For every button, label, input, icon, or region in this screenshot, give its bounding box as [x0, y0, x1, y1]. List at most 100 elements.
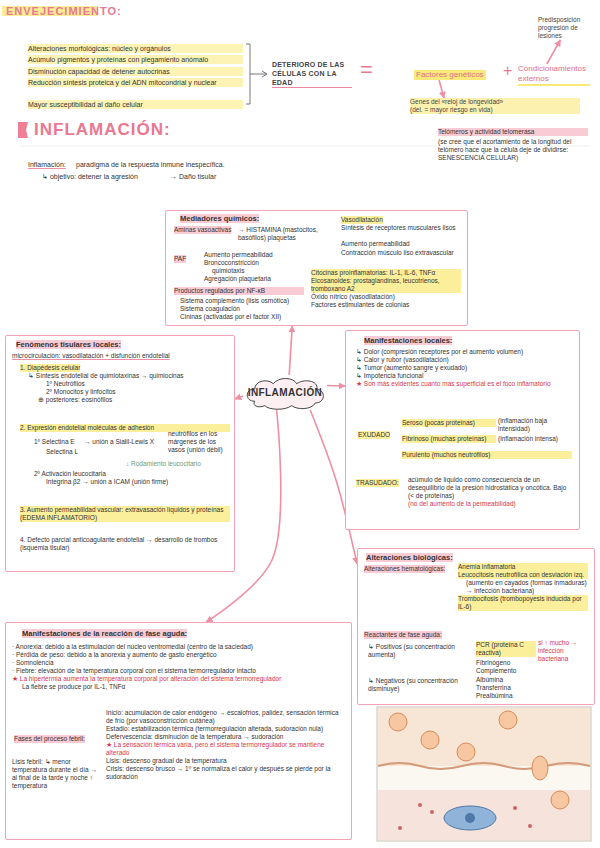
note-text: (aumento en cayados (formas inmaduras) →… — [466, 579, 588, 595]
note-text: ↳ Negativos (su concentración disminuye) — [368, 677, 473, 693]
note-text: TRASUDADO: — [356, 479, 399, 487]
note-text: Broncoconstricción — [204, 259, 259, 267]
note-text: Alteraciones hematológicas: — [364, 565, 445, 573]
bracket — [246, 44, 250, 104]
topic-box: Fenómenos tisulares locales:microcircula… — [5, 335, 235, 572]
note-text: Prealbúmina — [476, 692, 513, 700]
note-text: ★ La sensación térmica varía, pero el si… — [106, 741, 346, 757]
note-text: 1º Neutrófilos — [46, 380, 85, 388]
box-heading: Manifestaciones locales: — [364, 336, 452, 345]
note-text: ⊕ posteriores: eosinófilos — [38, 396, 112, 404]
section-marker — [18, 122, 28, 138]
note-text: 1. Diapédesis celular — [20, 364, 80, 372]
connector-arrow — [289, 326, 292, 375]
particle — [418, 803, 422, 807]
cloud-shape — [247, 379, 323, 410]
operator-sign: = — [360, 58, 373, 82]
note-text: Factores estimulantes de colonias — [311, 301, 461, 309]
box-heading: Manifestaciones de la reacción de fase a… — [22, 629, 187, 638]
note-text: Anemia inflamatoria — [458, 563, 588, 571]
box-heading: Alteraciones biológicas: — [366, 553, 453, 562]
note-text: Agregación plaquetaria — [204, 275, 271, 283]
note-text: Sistema coagulación — [180, 305, 310, 313]
note-text: ↳ Dolor (compresión receptores por el au… — [356, 348, 571, 356]
note-text: La fiebre se produce por IL-1, TNFα — [22, 683, 322, 691]
note-text: (no del aumento de la permeabilidad) — [408, 500, 573, 508]
note-text: Óxido nítrico (vasodilatación) — [311, 293, 461, 301]
note-text: Productos regulados por NF-κB — [174, 287, 304, 295]
note-text: Fibrinoso (muchas proteínas) — [402, 435, 496, 443]
note-text: Acúmulo pigmentos y proteínas con plegam… — [28, 55, 243, 64]
note-text: Complemento — [476, 667, 516, 675]
note-text: · Pérdida de peso: debido a la anorexia … — [12, 651, 347, 659]
illustration-frame — [377, 707, 591, 841]
leukocyte — [499, 711, 517, 729]
note-text: 2º Activación leucocitaria — [34, 470, 106, 478]
note-text: 1º Selectina E — [34, 438, 75, 446]
note-text: Lisis: descenso gradual de la temperatur… — [106, 757, 346, 765]
note-text: Disminución capacidad de detener autocri… — [28, 67, 243, 76]
note-text: Integrina β2 → unión a ICAM (unión firme… — [46, 478, 226, 486]
note-text: 2º Monocitos y linfocitos — [46, 388, 116, 396]
note-text: DETERIORO DE LAS CÉLULAS CON LA EDAD — [272, 60, 352, 88]
note-text: Vasodilatación — [341, 216, 383, 224]
note-text: neutrófilos en los márgenes de los vasos… — [168, 430, 228, 454]
note-text: ↳ Positivos (su concentración aumenta) — [368, 643, 473, 659]
topic-box: Manifestaciones de la reacción de fase a… — [5, 622, 352, 840]
note-text: Telómeros y actividad telomerasa — [438, 128, 588, 136]
note-text: Alteraciones morfológicas: núcleo y orgá… — [28, 44, 243, 53]
particle — [513, 806, 517, 810]
central-cloud: INFLAMACIÓN — [243, 375, 327, 410]
note-text: Reducción síntesis proteica y del ADN mi… — [28, 78, 243, 87]
note-text: si ↑ mucho → infección bacteriana — [538, 639, 590, 663]
section-title: INFLAMACIÓN: — [34, 120, 171, 140]
particle — [430, 810, 434, 814]
note-text: ↓ Rodamiento leucocitario — [126, 460, 201, 468]
concept-node: Factores genéticos — [414, 70, 486, 80]
note-text: Inicio: acumulación de calor endógeno → … — [106, 709, 346, 725]
note-text: paradigma de la respuesta inmune inespec… — [76, 160, 225, 169]
topic-box: Alteraciones biológicas: Alteraciones hem… — [357, 548, 595, 705]
leukocyte — [389, 713, 407, 731]
connector-arrow — [439, 80, 444, 98]
note-text: Citocinas proinflamatorias: IL-1, IL-6, … — [311, 269, 461, 277]
note-text: Purulento (muchos neutrófilos) — [402, 451, 572, 459]
bracket-arrow — [250, 74, 266, 75]
note-text: · Anorexia: debido a la estimulación del… — [12, 643, 347, 651]
tissue-cell — [444, 806, 496, 830]
note-text: → unión a Sialil-Lewis X — [84, 438, 154, 446]
note-text: Fibrinógeno — [476, 659, 510, 667]
extravasation-illustration — [377, 707, 591, 841]
note-text: Leucocitosis neutrofílica con desviación… — [458, 571, 588, 579]
note-text: Fases del proceso febril: — [14, 735, 85, 743]
box-heading: Fenómenos tisulares locales: — [16, 340, 121, 349]
note-text: (del. = mayor riesgo en vida) — [410, 106, 580, 114]
concept-node: Predisposición progresión de lesiones — [538, 16, 594, 40]
vessel-lumen — [378, 708, 590, 766]
note-text: EXUDADO — [358, 431, 390, 439]
note-text: Contracción músculo liso extravascular — [341, 249, 463, 257]
note-text: ↳ Calor y rubor (vasodilatación) — [356, 356, 571, 364]
note-text: → HISTAMINA (mastocitos, basófilos) plaq… — [238, 226, 333, 242]
note-text: Crisis: descenso brusco → 1º se normaliz… — [106, 765, 346, 781]
connector-arrow — [327, 385, 345, 387]
note-text: Síntesis de receptores musculares lisos — [341, 224, 463, 232]
note-text: Eicosanoides: prostaglandinas, leucotrie… — [311, 277, 461, 293]
note-text: (se cree que el acortamiento de la longi… — [438, 138, 588, 162]
particle — [398, 826, 402, 830]
note-text: Aumento permeabilidad — [341, 240, 463, 248]
arrow-head — [262, 71, 267, 77]
note-text: Predisposición progresión de lesiones — [538, 16, 594, 40]
note-text: Lisis febril: ↳ menor temperatura durant… — [12, 758, 100, 790]
note-text: INFLAMACIÓN — [248, 387, 322, 399]
cell-nucleus — [465, 813, 475, 823]
note-text: → Daño tisular — [170, 172, 216, 181]
note-text: 3. Aumento permeabilidad vascular: extra… — [20, 506, 230, 522]
note-text: Aumento permeabilidad — [204, 251, 273, 259]
note-text: Inflamación: — [28, 160, 66, 169]
note-text: (inflamación baja intensidad) — [498, 417, 576, 433]
note-text: Selectina L — [46, 448, 78, 456]
note-text: ★ La hipertermia aumenta la temperatura … — [12, 675, 347, 683]
topic-box: Manifestaciones locales: ↳ Dolor (compres… — [345, 330, 580, 530]
